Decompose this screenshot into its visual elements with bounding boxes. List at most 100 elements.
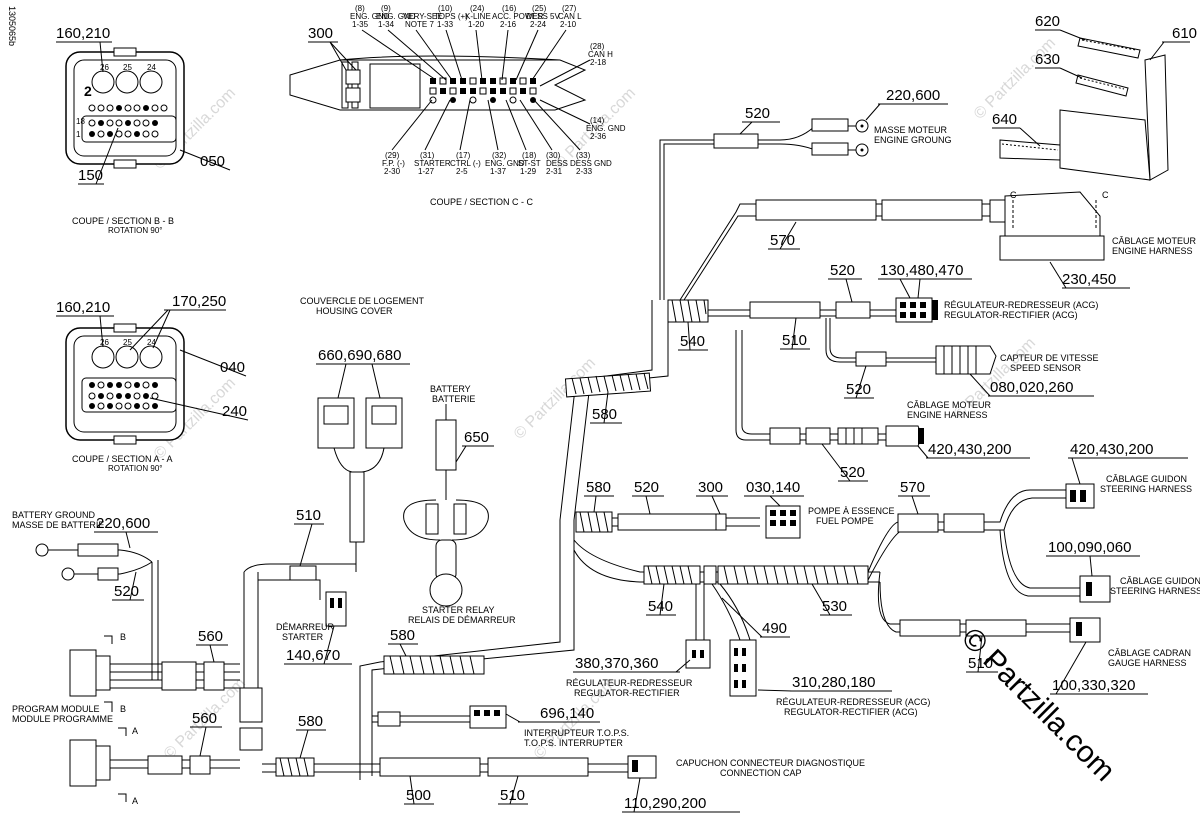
svg-text:CTRL (-): CTRL (-): [450, 159, 481, 168]
pin-26-bb: 26: [100, 63, 109, 72]
callout-580-fuel: 580: [586, 479, 611, 496]
engine-harness2-fr: CÂBLAGE MOTEUR: [907, 400, 992, 410]
svg-text:(8): (8): [355, 4, 365, 13]
fuel-pump-fr: POMPE À ESSENCE: [808, 506, 895, 516]
pin-24-aa: 24: [147, 338, 156, 347]
svg-text:1-34: 1-34: [378, 20, 395, 29]
gauge-fr: CÂBLAGE CADRAN: [1108, 648, 1191, 658]
svg-text:(30): (30): [546, 151, 561, 160]
section-a-marker-1: A: [132, 726, 138, 736]
svg-text:DESS 5V: DESS 5V: [526, 12, 560, 21]
pin-label-top-4: (10)TOPS (+)1-33: [434, 4, 468, 29]
left-harness: BATTERY GROUND MASSE DE BATTERIE 220,600…: [12, 507, 865, 813]
reg-rect1-fr: RÉGULATEUR-REDRESSEUR (ACG): [944, 300, 1098, 310]
callout-300-fuel: 300: [698, 479, 723, 496]
callout-570-engine: 570: [770, 232, 795, 249]
callout-030-140: 030,140: [746, 479, 800, 496]
svg-text:CAN H: CAN H: [588, 50, 613, 59]
callout-160-210-bb: 160,210: [56, 25, 110, 42]
svg-text:F.P. (-): F.P. (-): [382, 159, 405, 168]
partzilla-watermark-text: © Partzilla.com: [955, 622, 1121, 788]
section-bb-title: COUPE / SECTION B - B: [72, 216, 174, 226]
callout-520-ground: 520: [745, 105, 770, 122]
callout-580-trunk: 580: [592, 406, 617, 423]
callout-500: 500: [406, 787, 431, 804]
engine-harness1-en: ENGINE HARNESS: [1112, 246, 1193, 256]
gauge-en: GAUGE HARNESS: [1108, 658, 1187, 668]
reg-rect1-en: REGULATOR-RECTIFIER (ACG): [944, 310, 1078, 320]
section-a-marker-2: A: [132, 796, 138, 806]
pin-label-top-7: (25)DESS 5V2-24: [526, 4, 560, 29]
svg-text:(27): (27): [562, 4, 577, 13]
reg-rect2-en: REGULATOR-RECTIFIER: [574, 688, 680, 698]
tops-en: T.O.P.S. INTERRUPTER: [524, 738, 623, 748]
svg-text:2-30: 2-30: [384, 167, 401, 176]
reg-rect3-fr: RÉGULATEUR-REDRESSEUR (ACG): [776, 697, 930, 707]
pin-18-bb: 18: [76, 117, 85, 126]
svg-text:(28): (28): [590, 42, 605, 51]
steering2-fr: CÂBLAGE GUIDON: [1120, 576, 1200, 586]
svg-text:NOTE 7: NOTE 7: [405, 20, 434, 29]
pin-label-top-9: (28)CAN H2-18: [588, 42, 613, 67]
callout-420-430-200-engine: 420,430,200: [928, 441, 1011, 458]
engine-ground-en: ENGINE GROUNG: [874, 135, 952, 145]
svg-text:1-33: 1-33: [437, 20, 454, 29]
callout-490: 490: [762, 620, 787, 637]
pin-25-aa: 25: [123, 338, 132, 347]
steering-gauge-branches: 570 420,430,200 CÂBLAGE GUIDON STEERING …: [867, 441, 1200, 695]
section-c-marker-1: C: [1010, 190, 1017, 200]
pin-label-bottom-1: (29)F.P. (-)2-30: [382, 151, 405, 176]
svg-text:VERY-SEE: VERY-SEE: [403, 12, 443, 21]
section-aa-title: COUPE / SECTION A - A: [72, 454, 173, 464]
starter-en: STARTER: [282, 632, 324, 642]
pin-grid-aa: [88, 381, 159, 410]
starter-fr: DÉMARREUR: [276, 622, 335, 632]
callout-570-steering: 570: [900, 479, 925, 496]
svg-text:TOPS (+): TOPS (+): [434, 12, 468, 21]
svg-text:1-35: 1-35: [352, 20, 369, 29]
diag-en: CONNECTION CAP: [720, 768, 802, 778]
callout-040: 040: [220, 359, 245, 376]
pin-26-aa: 26: [100, 338, 109, 347]
svg-text:ENG. GND: ENG. GND: [350, 12, 390, 21]
pin-label-bottom-5: (18)ST-ST1-29: [518, 151, 541, 176]
svg-text:ACC. POWER: ACC. POWER: [492, 12, 544, 21]
callout-050: 050: [200, 153, 225, 170]
svg-text:2-24: 2-24: [530, 20, 547, 29]
callout-380-370-360: 380,370,360: [575, 655, 658, 672]
callout-220-600-battery: 220,600: [96, 515, 150, 532]
starter-relay-en: STARTER RELAY: [422, 605, 495, 615]
callout-660-690-680: 660,690,680: [318, 347, 401, 364]
svg-text:K-LINE: K-LINE: [465, 12, 491, 21]
housing-fr: COUVERCLE DE LOGEMENT: [300, 296, 425, 306]
svg-text:2-10: 2-10: [560, 20, 577, 29]
callout-110-290-200: 110,290,200: [624, 795, 706, 812]
callout-150: 150: [78, 167, 103, 184]
callout-540-top: 540: [680, 333, 705, 350]
reg-rect-acg-branch: 520 130,480,470 RÉGULATEUR-REDRESSEUR (A…: [690, 262, 1098, 350]
svg-text:DESS: DESS: [546, 159, 568, 168]
speed-sensor-fr: CAPTEUR DE VITESSE: [1000, 353, 1099, 363]
battery-en: BATTERY: [430, 384, 471, 394]
housing-en: HOUSING COVER: [316, 306, 393, 316]
callout-530: 530: [822, 598, 847, 615]
section-b-marker-1: B: [120, 632, 126, 642]
pin-24-bb: 24: [147, 63, 156, 72]
battery-ground-fr: MASSE DE BATTERIE: [12, 520, 104, 530]
svg-text:2-36: 2-36: [590, 132, 607, 141]
svg-text:STARTER: STARTER: [414, 159, 451, 168]
svg-text:(14): (14): [590, 116, 605, 125]
pin-label-top-8: (27)CAN L2-10: [558, 4, 582, 29]
svg-text:2-5: 2-5: [456, 167, 468, 176]
callout-520-acg: 520: [830, 262, 855, 279]
section-b-marker-2: B: [120, 704, 126, 714]
callout-220-600-engine: 220,600: [886, 87, 940, 104]
